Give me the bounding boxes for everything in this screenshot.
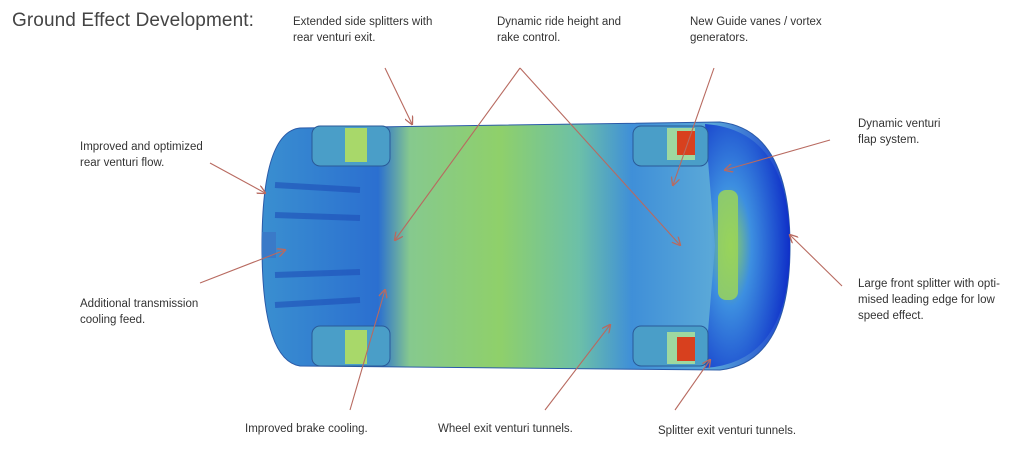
rear-diffuser — [262, 182, 361, 308]
wheel-front-top — [632, 125, 709, 167]
car-body — [261, 121, 791, 371]
arrow-wheel-exit — [544, 325, 610, 411]
wheel-rear-bottom — [311, 325, 391, 367]
arrow-transmission — [199, 250, 285, 284]
arrow-rear-venturi — [209, 162, 265, 193]
label-splitter-exit: Splitter exit venturi tunnels. — [658, 425, 797, 437]
arrow-venturi-flap — [725, 139, 831, 170]
arrow-ride-height-left — [395, 67, 521, 240]
diagram-title: Ground Effect Development: — [12, 10, 254, 31]
label-front-splitter: Large front splitter with opti-mised lea… — [858, 278, 1000, 322]
arrow-guide-vanes — [673, 67, 715, 185]
label-wheel-exit: Wheel exit venturi tunnels. — [438, 423, 573, 435]
annotation-arrows — [199, 67, 843, 411]
arrow-brake-cooling — [349, 290, 385, 411]
wheel-rear-top — [311, 125, 391, 167]
arrow-front-splitter — [790, 235, 843, 287]
wheel-front-bottom — [632, 325, 709, 367]
arrow-ride-height-right — [519, 67, 680, 245]
arrow-splitter-exit — [674, 360, 710, 411]
arrow-side-splitters — [384, 67, 412, 124]
label-brake-cooling: Improved brake cooling. — [245, 423, 368, 435]
